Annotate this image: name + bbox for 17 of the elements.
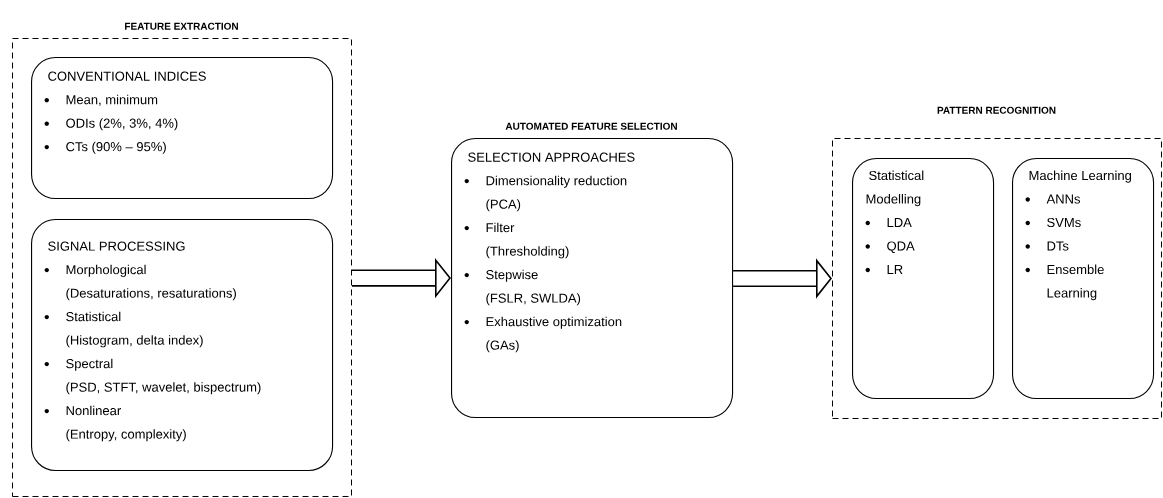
rounded-box: CONVENTIONAL INDICES Mean, minimum ODIs (2%, 3%, 4%) CTs (90% – 95%) (31, 57, 334, 200)
rounded-box: Statistical Modelling LDA QDA LR (852, 158, 995, 400)
node-label: (PCA) (486, 199, 521, 212)
rounded-box: Machine Learning ANNs SVMs DTs Ensemble Learning (1012, 158, 1155, 400)
node-label: (Thresholding) (486, 246, 569, 259)
heading: PATTERN RECOGNITION (937, 106, 1056, 114)
rounded-box: SIGNAL PROCESSING Morphological (Desaturations, resaturations) Statistical (Histogram, delta index) Spectral (PSD, STFT, wavelet, bispectrum) Nonlinear (Entropy, complexity) (31, 219, 334, 472)
node-label: (FSLR, SWLDA) (486, 293, 581, 306)
node-label: Exhaustive optimization (486, 316, 622, 329)
node-label: Filter (486, 222, 515, 233)
node-label: (GAs) (486, 340, 519, 353)
heading: AUTOMATED FEATURE SELECTION (505, 122, 677, 130)
rounded-box: SELECTION APPROACHES Dimensionality reduction (PCA) Filter (Thresholding) Stepwise (FSLR, SWLDA) Exhaustive optimization (GAs) (451, 138, 734, 419)
heading: FEATURE EXTRACTION (125, 22, 238, 30)
node-label: SELECTION APPROACHES (468, 152, 635, 162)
node-label: Stepwise (486, 269, 538, 282)
node-label: Dimensionality reduction (486, 175, 627, 188)
